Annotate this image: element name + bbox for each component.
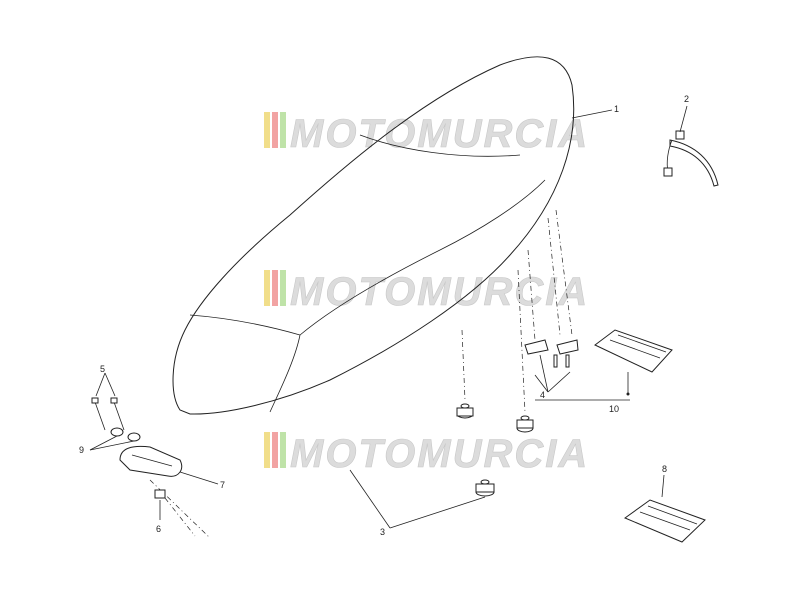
callout-1: 1 (614, 104, 619, 114)
watermark-stripe-red (272, 112, 278, 148)
callout-9: 9 (79, 445, 84, 455)
watermark-text: MOTOMURCIA (290, 432, 589, 476)
callout-labels: 1 2 3 4 5 6 7 8 9 10 (79, 94, 689, 537)
callout-8: 8 (662, 464, 667, 474)
watermark-bottom: MOTOMURCIA (264, 432, 589, 476)
callout-10: 10 (609, 404, 619, 414)
watermark-text: MOTOMURCIA (290, 270, 589, 314)
nut-part (154, 489, 166, 499)
watermark-top: MOTOMURCIA (264, 112, 589, 156)
watermark-stripe-red (272, 270, 278, 306)
assembly-center-lines (149, 209, 573, 539)
callout-7: 7 (220, 480, 225, 490)
leader-dot (626, 392, 630, 396)
hinge-brackets (524, 339, 579, 368)
watermark-middle: MOTOMURCIA (264, 270, 589, 314)
leader-lines (89, 105, 688, 529)
watermark-stripe-yellow (264, 432, 270, 468)
callout-5: 5 (100, 364, 105, 374)
watermark-stripe-green (280, 112, 286, 148)
callout-2: 2 (684, 94, 689, 104)
callout-6: 6 (156, 524, 161, 534)
seat-bumpers (456, 403, 534, 497)
lock-bracket-part (119, 445, 183, 477)
bolts-part (91, 397, 125, 431)
strap-part (663, 130, 719, 187)
watermark-stripe-yellow (264, 112, 270, 148)
bumper-right (516, 415, 534, 433)
callout-4: 4 (540, 390, 545, 400)
seat-part (172, 56, 575, 415)
bumper-left (456, 403, 474, 419)
callout-3: 3 (380, 527, 385, 537)
washers-part (110, 427, 141, 442)
watermark-stripe-green (280, 270, 286, 306)
watermark-stripe-red (272, 432, 278, 468)
watermark-stripe-yellow (264, 270, 270, 306)
bumper-bottom (475, 479, 495, 497)
pad-part-8 (623, 499, 706, 543)
watermark-stripe-green (280, 432, 286, 468)
watermark-text: MOTOMURCIA (290, 112, 589, 156)
pad-part-10 (594, 329, 673, 373)
